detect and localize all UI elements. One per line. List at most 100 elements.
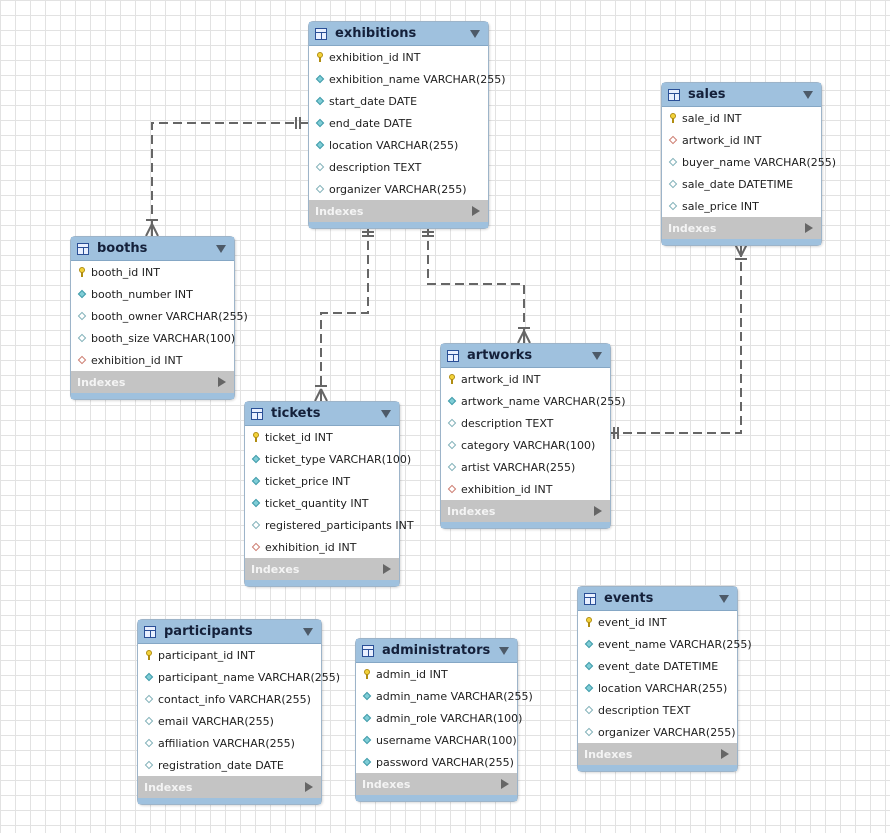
indexes-bar[interactable]: Indexes — [245, 558, 399, 580]
column-row[interactable]: booth_size VARCHAR(100) — [71, 327, 235, 349]
column-row[interactable]: participant_id INT — [138, 644, 321, 666]
expand-arrow-icon[interactable] — [383, 564, 391, 574]
indexes-bar[interactable]: Indexes — [138, 776, 321, 798]
column-row[interactable]: contact_info VARCHAR(255) — [138, 688, 321, 710]
relationship-exhibitions-artworks[interactable] — [422, 227, 531, 344]
expand-arrow-icon[interactable] — [501, 779, 509, 789]
relationship-exhibitions-tickets[interactable] — [314, 227, 374, 402]
column-row[interactable]: password VARCHAR(255) — [356, 751, 517, 773]
column-row[interactable]: description TEXT — [441, 412, 610, 434]
column-row[interactable]: event_id INT — [578, 611, 737, 633]
indexes-bar[interactable]: Indexes — [441, 500, 610, 522]
column-row[interactable]: location VARCHAR(255) — [578, 677, 737, 699]
column-row[interactable]: event_name VARCHAR(255) — [578, 633, 752, 655]
indexes-bar[interactable]: Indexes — [71, 371, 234, 393]
table-administrators[interactable]: administrators admin_id INT admin_name V… — [355, 638, 533, 802]
table-header[interactable]: participants — [138, 620, 321, 644]
table-booths[interactable]: booths booth_id INT booth_number INT boo… — [70, 236, 248, 400]
column-label: exhibition_name VARCHAR(255) — [329, 72, 506, 86]
relationship-exhibitions-booths[interactable] — [145, 117, 308, 237]
indexes-bar[interactable]: Indexes — [309, 200, 488, 222]
indexes-label: Indexes — [77, 375, 126, 389]
column-row[interactable]: exhibition_name VARCHAR(255) — [309, 68, 506, 90]
expand-arrow-icon[interactable] — [594, 506, 602, 516]
column-row[interactable]: description TEXT — [309, 156, 488, 178]
table-header[interactable]: sales — [662, 83, 821, 107]
table-icon — [251, 407, 263, 420]
column-row[interactable]: affiliation VARCHAR(255) — [138, 732, 321, 754]
table-events[interactable]: events event_id INT event_name VARCHAR(2… — [577, 586, 752, 772]
collapse-arrow-icon[interactable] — [216, 245, 226, 253]
table-header[interactable]: exhibitions — [309, 22, 488, 46]
column-row[interactable]: end_date DATE — [309, 112, 488, 134]
table-participants[interactable]: participants participant_id INT particip… — [137, 619, 340, 805]
table-header[interactable]: artworks — [441, 344, 610, 368]
column-row[interactable]: email VARCHAR(255) — [138, 710, 321, 732]
not-null-column-icon — [362, 757, 372, 767]
column-row[interactable]: booth_number INT — [71, 283, 234, 305]
column-row[interactable]: category VARCHAR(100) — [441, 434, 610, 456]
column-row[interactable]: artist VARCHAR(255) — [441, 456, 610, 478]
table-tickets[interactable]: tickets ticket_id INT ticket_type VARCHA… — [244, 401, 414, 587]
indexes-bar[interactable]: Indexes — [662, 217, 821, 239]
table-header[interactable]: tickets — [245, 402, 399, 426]
column-row[interactable]: admin_role VARCHAR(100) — [356, 707, 522, 729]
table-artworks[interactable]: artworks artwork_id INT artwork_name VAR… — [440, 343, 626, 529]
column-row[interactable]: admin_id INT — [356, 663, 517, 685]
column-row[interactable]: username VARCHAR(100) — [356, 729, 517, 751]
indexes-label: Indexes — [668, 221, 717, 235]
collapse-arrow-icon[interactable] — [592, 352, 602, 360]
collapse-arrow-icon[interactable] — [719, 595, 729, 603]
expand-arrow-icon[interactable] — [305, 782, 313, 792]
indexes-label: Indexes — [144, 780, 193, 794]
column-row[interactable]: ticket_id INT — [245, 426, 399, 448]
column-row[interactable]: organizer VARCHAR(255) — [309, 178, 488, 200]
collapse-arrow-icon[interactable] — [303, 628, 313, 636]
column-row[interactable]: ticket_quantity INT — [245, 492, 399, 514]
column-row[interactable]: exhibition_id INT — [441, 478, 610, 500]
column-row[interactable]: buyer_name VARCHAR(255) — [662, 151, 836, 173]
column-row[interactable]: sale_id INT — [662, 107, 821, 129]
column-row[interactable]: registered_participants INT — [245, 514, 414, 536]
table-header[interactable]: booths — [71, 237, 234, 261]
column-row[interactable]: sale_date DATETIME — [662, 173, 821, 195]
column-row[interactable]: exhibition_id INT — [309, 46, 488, 68]
expand-arrow-icon[interactable] — [218, 377, 226, 387]
column-row[interactable]: description TEXT — [578, 699, 737, 721]
table-sales[interactable]: sales sale_id INT artwork_id INT buyer_n… — [661, 82, 836, 246]
indexes-bar[interactable]: Indexes — [356, 773, 517, 795]
table-header[interactable]: administrators — [356, 639, 517, 663]
column-row[interactable]: sale_price INT — [662, 195, 821, 217]
indexes-bar[interactable]: Indexes — [578, 743, 737, 765]
collapse-arrow-icon[interactable] — [470, 30, 480, 38]
collapse-arrow-icon[interactable] — [803, 91, 813, 99]
table-header[interactable]: events — [578, 587, 737, 611]
table-exhibitions[interactable]: exhibitions exhibition_id INT exhibition… — [308, 21, 506, 229]
expand-arrow-icon[interactable] — [721, 749, 729, 759]
column-row[interactable]: exhibition_id INT — [71, 349, 234, 371]
column-label: participant_name VARCHAR(255) — [158, 670, 341, 684]
column-row[interactable]: participant_name VARCHAR(255) — [138, 666, 340, 688]
expand-arrow-icon[interactable] — [472, 206, 480, 216]
column-row[interactable]: exhibition_id INT — [245, 536, 399, 558]
column-row[interactable]: ticket_price INT — [245, 470, 399, 492]
expand-arrow-icon[interactable] — [805, 223, 813, 233]
collapse-arrow-icon[interactable] — [499, 647, 509, 655]
column-row[interactable]: registration_date DATE — [138, 754, 321, 776]
collapse-arrow-icon[interactable] — [381, 410, 391, 418]
column-row[interactable]: ticket_type VARCHAR(100) — [245, 448, 411, 470]
column-row[interactable]: artwork_id INT — [441, 368, 610, 390]
column-row[interactable]: booth_id INT — [71, 261, 234, 283]
column-row[interactable]: artwork_name VARCHAR(255) — [441, 390, 626, 412]
column-row[interactable]: admin_name VARCHAR(255) — [356, 685, 533, 707]
column-row[interactable]: start_date DATE — [309, 90, 488, 112]
column-row[interactable]: location VARCHAR(255) — [309, 134, 488, 156]
column-label: artwork_name VARCHAR(255) — [461, 394, 626, 408]
column-label: artist VARCHAR(255) — [461, 460, 576, 474]
column-row[interactable]: event_date DATETIME — [578, 655, 737, 677]
column-label: exhibition_id INT — [329, 50, 421, 64]
column-row[interactable]: artwork_id INT — [662, 129, 821, 151]
column-row[interactable]: booth_owner VARCHAR(255) — [71, 305, 248, 327]
relationship-artworks-sales[interactable] — [609, 243, 748, 439]
column-row[interactable]: organizer VARCHAR(255) — [578, 721, 737, 743]
